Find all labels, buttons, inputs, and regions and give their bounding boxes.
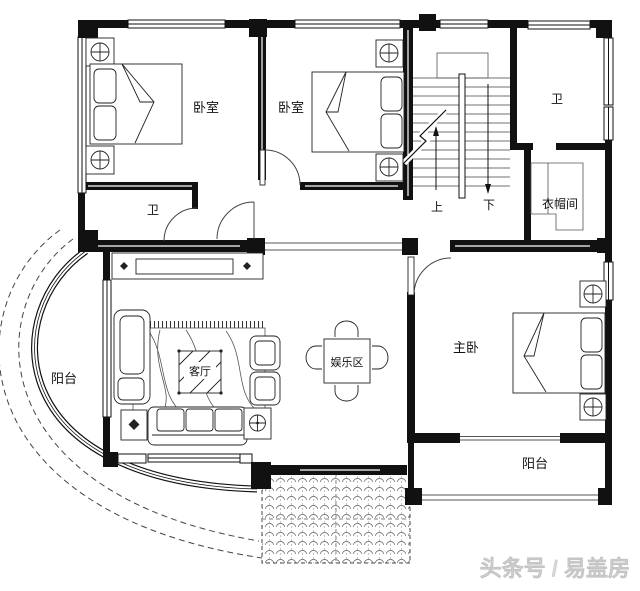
pillow bbox=[93, 105, 117, 141]
doors bbox=[163, 149, 452, 296]
bed bbox=[89, 63, 183, 145]
room-label-balcony-right: 阳台 bbox=[522, 456, 548, 471]
watermark-text: 头条号 / 易盖房 bbox=[480, 556, 630, 581]
entertainment-furniture bbox=[305, 320, 389, 402]
armchair bbox=[249, 335, 281, 371]
bedroom2-door-arc bbox=[264, 149, 301, 186]
hall-door-arc bbox=[216, 201, 255, 240]
chair bbox=[305, 345, 322, 370]
room-label-balcony-left: 阳台 bbox=[51, 371, 77, 386]
bath1-door-arc bbox=[163, 207, 198, 242]
chair bbox=[334, 385, 359, 402]
room-label-entertainment: 娱乐区 bbox=[331, 355, 364, 369]
bedroom2-furniture bbox=[311, 39, 405, 182]
living-room-furniture bbox=[111, 252, 281, 446]
master-door-leaf bbox=[407, 256, 415, 296]
room-label-living: 客厅 bbox=[189, 364, 211, 378]
room-labels: 卧室 卧室 卫 卫 衣帽间 上 下 客厅 娱乐区 主卧 阳台 阳台 bbox=[51, 92, 578, 471]
lamp-icon bbox=[249, 414, 266, 432]
room-label-bath-1: 卫 bbox=[147, 203, 159, 217]
sofa-left bbox=[113, 309, 151, 405]
tv-cabinet bbox=[111, 252, 264, 280]
staircase bbox=[401, 52, 510, 199]
walls bbox=[78, 20, 612, 490]
room-label-bath-2: 卫 bbox=[551, 92, 563, 106]
stairs-up-arrow bbox=[433, 126, 439, 136]
stairs-down-arrow bbox=[485, 184, 491, 194]
bed bbox=[512, 312, 606, 394]
room-label-cloakroom: 衣帽间 bbox=[542, 196, 578, 211]
chair bbox=[334, 320, 359, 337]
cased-openings bbox=[265, 242, 598, 501]
cloakroom-closet bbox=[530, 162, 584, 231]
master-door-arc bbox=[413, 257, 452, 296]
bedroom2-door-leaf bbox=[259, 149, 266, 186]
chair bbox=[372, 345, 389, 370]
patio-terrace bbox=[261, 472, 411, 564]
bedroom1-furniture bbox=[85, 37, 183, 175]
room-label-bedroom-1: 卧室 bbox=[193, 100, 219, 115]
room-label-bedroom-2: 卧室 bbox=[278, 100, 304, 115]
columns bbox=[78, 14, 612, 505]
stairs-up-label: 上 bbox=[431, 200, 443, 214]
armchair bbox=[249, 371, 281, 406]
pillow bbox=[93, 68, 117, 104]
pillow bbox=[380, 76, 403, 112]
pillow bbox=[580, 354, 603, 390]
stairs-down-label: 下 bbox=[483, 198, 495, 212]
sofa-main bbox=[147, 406, 248, 446]
pillow bbox=[580, 317, 603, 353]
room-label-master: 主卧 bbox=[453, 340, 479, 355]
game-table bbox=[323, 338, 371, 384]
living-label-backplate bbox=[184, 362, 216, 379]
pillow bbox=[380, 113, 403, 149]
master-bedroom-furniture bbox=[512, 280, 607, 421]
balcony-left-curved-window bbox=[0, 229, 263, 559]
windows bbox=[77, 19, 614, 464]
